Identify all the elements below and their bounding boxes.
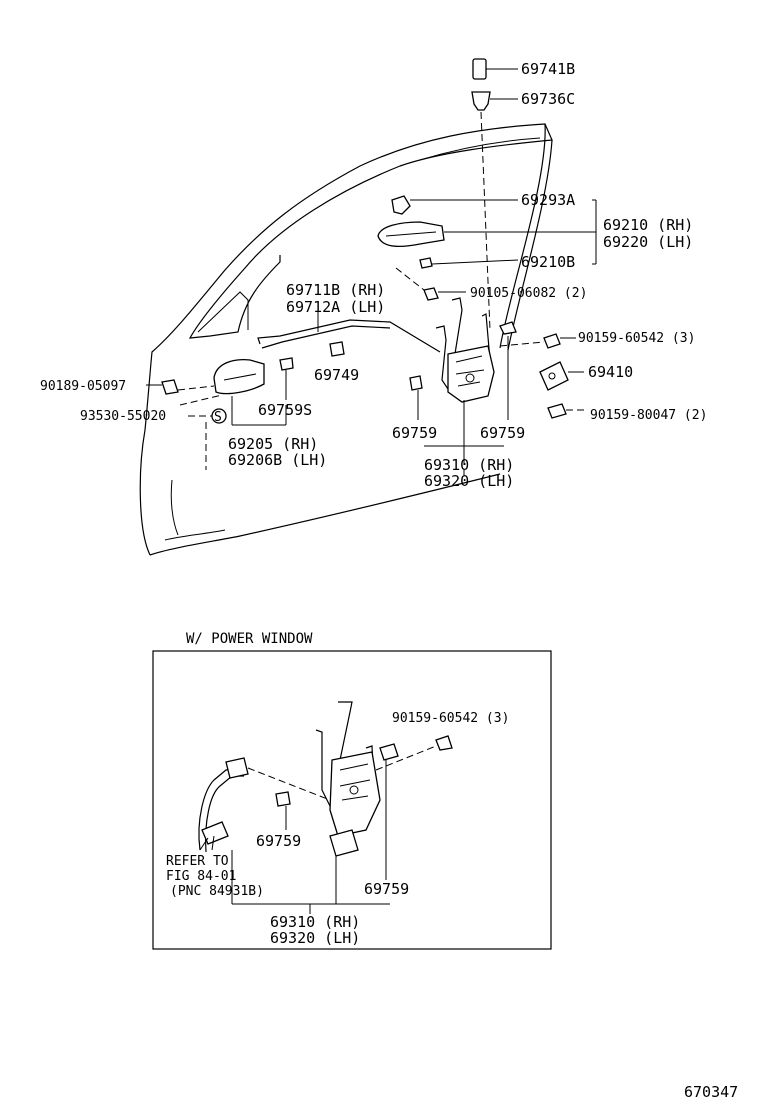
inset-label-90159: 90159-60542 (3) [392, 711, 509, 726]
label-69759-right: 69759 [480, 424, 525, 442]
label-69220-lh: 69220 (LH) [603, 233, 693, 251]
label-69310-rh: 69310 (RH) [424, 456, 514, 474]
label-69320-lh: 69320 (LH) [424, 472, 514, 490]
door-lock-assembly-part [435, 297, 517, 403]
handle-clip-part [391, 195, 518, 215]
lock-knob-part [472, 58, 518, 80]
clip-69759-left-part [409, 375, 423, 420]
label-69210-rh: 69210 (RH) [603, 216, 693, 234]
inset-clip-69759-right-part [379, 743, 399, 880]
inset-refer-line3: (PNC 84931B) [170, 884, 264, 899]
bolt-90105-part [395, 267, 466, 301]
label-69205-rh: 69205 (RH) [228, 435, 318, 453]
label-69749: 69749 [314, 366, 359, 384]
leader-bracket-69310 [424, 400, 504, 475]
inset-title: W/ POWER WINDOW [186, 631, 313, 647]
label-90159-60542: 90159-60542 (3) [578, 331, 695, 346]
label-93530: 93530-55020 [80, 409, 166, 424]
inset-label-69759-right: 69759 [364, 880, 409, 898]
inset-label-69759-left: 69759 [256, 832, 301, 850]
rod-clip-69759S-part [279, 357, 294, 400]
power-window-inset: W/ POWER WINDOW [152, 631, 552, 950]
wire-harness-part [198, 757, 331, 904]
label-69293A: 69293A [521, 191, 575, 209]
label-90159-80047: 90159-80047 (2) [590, 408, 707, 423]
inset-refer-line2: FIG 84-01 [166, 869, 236, 884]
inset-bolt-90159-part [375, 735, 453, 771]
figure-number: 670347 [684, 1083, 738, 1101]
label-69736C: 69736C [521, 90, 575, 108]
bolt-90159-60542-part [499, 333, 576, 349]
outside-handle-part [377, 221, 596, 248]
inset-refer-line1: REFER TO [166, 854, 229, 869]
label-90105: 90105-06082 (2) [470, 286, 587, 301]
label-90189: 90189-05097 [40, 379, 126, 394]
sealer-symbol-label: S [214, 410, 222, 425]
lock-knob-grommet-part [471, 91, 518, 111]
label-69210B: 69210B [521, 253, 575, 271]
bolt-90159-80047-part [547, 403, 588, 419]
inset-label-69310-rh: 69310 (RH) [270, 913, 360, 931]
label-69711B-rh: 69711B (RH) [286, 281, 385, 299]
inset-frame [152, 650, 552, 950]
label-69712A-lh: 69712A (LH) [286, 298, 385, 316]
label-69206B-lh: 69206B (LH) [228, 451, 327, 469]
rod-clip-69749-part [329, 341, 345, 357]
lock-rod-part [257, 304, 441, 353]
leader-bracket-69210 [592, 199, 597, 265]
label-69741B: 69741B [521, 60, 575, 78]
label-69410: 69410 [588, 363, 633, 381]
handle-rod-part [419, 257, 519, 269]
leader-bracket-69205 [231, 396, 287, 426]
inset-clip-69759-left-part [275, 791, 291, 830]
power-lock-assembly-part [315, 701, 381, 904]
label-69759S: 69759S [258, 401, 312, 419]
inset-leader-bracket [232, 903, 390, 914]
inside-handle-part [213, 358, 265, 395]
striker-part [539, 361, 584, 391]
label-69759-left: 69759 [392, 424, 437, 442]
inset-label-69320-lh: 69320 (LH) [270, 929, 360, 947]
sealer-symbol: S [179, 394, 227, 470]
knob-rod-line [480, 111, 491, 331]
part-labels: 69741B 69736C 69293A 69210 (RH) 69220 (L… [40, 60, 707, 490]
door-outline [139, 123, 553, 556]
clip-90189-part [146, 379, 215, 395]
